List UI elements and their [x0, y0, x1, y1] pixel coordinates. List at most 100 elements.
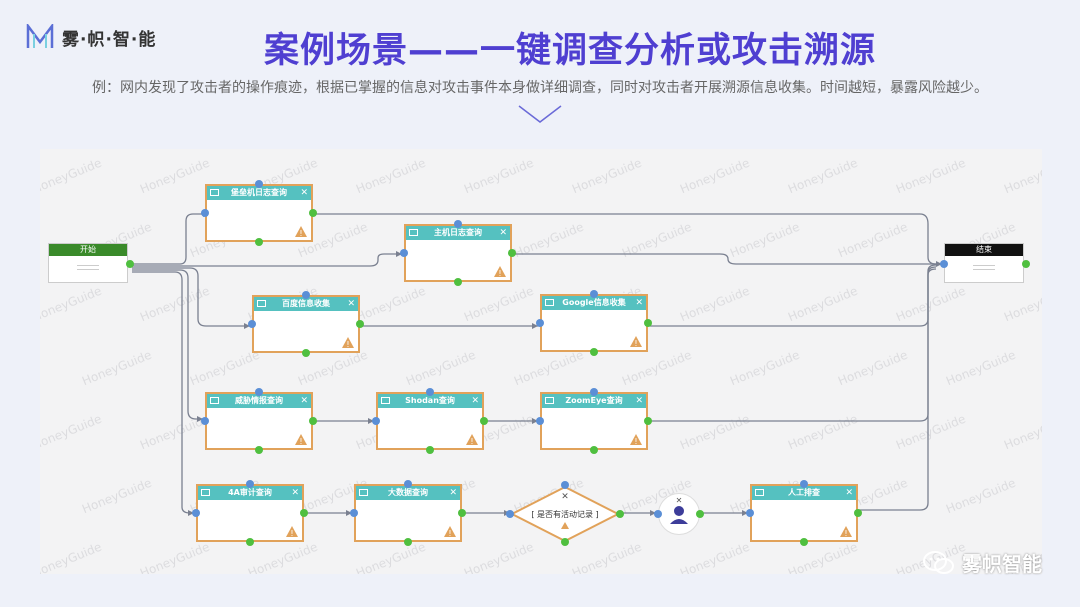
- close-icon[interactable]: ✕: [845, 488, 853, 498]
- decision-top-port[interactable]: [561, 481, 569, 489]
- task-node-label: Shodan查询: [405, 396, 455, 405]
- close-icon[interactable]: ✕: [499, 228, 507, 238]
- manual-approval-node[interactable]: ✕: [658, 493, 700, 535]
- task-node-label: 大数据查询: [388, 488, 428, 497]
- svg-text:!: !: [299, 229, 302, 237]
- bastion-top-port[interactable]: [255, 180, 263, 188]
- bigdata-bottom-port[interactable]: [404, 538, 412, 546]
- zoomeye-output-port[interactable]: [644, 417, 652, 425]
- warning-icon: !: [630, 434, 642, 445]
- task-node-zoomeye[interactable]: ZoomEye查询✕!: [540, 392, 648, 450]
- task-node-label: 主机日志查询: [434, 228, 482, 237]
- close-icon[interactable]: ✕: [347, 299, 355, 309]
- task-node-hostlog[interactable]: 主机日志查询 ✕!: [404, 224, 512, 282]
- close-icon[interactable]: ✕: [635, 396, 643, 406]
- task-node-manual[interactable]: 人工排查✕!: [750, 484, 858, 542]
- hostlog-top-port[interactable]: [454, 220, 462, 228]
- task-node-header: Google信息收集✕: [542, 296, 646, 310]
- baidu-output-port[interactable]: [356, 320, 364, 328]
- google-input-port[interactable]: [536, 319, 544, 327]
- svg-text:!: !: [844, 529, 847, 537]
- manual-input-port[interactable]: [746, 509, 754, 517]
- manual-bottom-port[interactable]: [800, 538, 808, 546]
- shodan-top-port[interactable]: [426, 388, 434, 396]
- baidu-bottom-port[interactable]: [302, 349, 310, 357]
- svg-text:!: !: [634, 437, 637, 445]
- warning-icon: !: [295, 434, 307, 445]
- end-node[interactable]: 结束: [944, 243, 1024, 283]
- connection-lines: [132, 211, 942, 516]
- google-top-port[interactable]: [590, 290, 598, 298]
- decision-bottom-port[interactable]: [561, 538, 569, 546]
- threat-output-port[interactable]: [309, 417, 317, 425]
- hostlog-bottom-port[interactable]: [454, 278, 462, 286]
- task-node-baidu[interactable]: 百度信息收集✕!: [252, 295, 360, 353]
- google-bottom-port[interactable]: [590, 348, 598, 356]
- zoomeye-input-port[interactable]: [536, 417, 544, 425]
- decision-node[interactable]: ✕ [ 是否有活动记录 ]: [509, 485, 621, 543]
- window-icon: [201, 489, 210, 496]
- task-node-bigdata[interactable]: 大数据查询 ✕!: [354, 484, 462, 542]
- close-icon[interactable]: ✕: [635, 298, 643, 308]
- window-icon: [545, 397, 554, 404]
- google-output-port[interactable]: [644, 319, 652, 327]
- task-node-audit4a[interactable]: 4A审计查询✕!: [196, 484, 304, 542]
- bastion-bottom-port[interactable]: [255, 238, 263, 246]
- warning-icon: !: [444, 526, 456, 537]
- bigdata-top-port[interactable]: [404, 480, 412, 488]
- bigdata-output-port[interactable]: [458, 509, 466, 517]
- task-node-header: 人工排查✕: [752, 486, 856, 500]
- shodan-output-port[interactable]: [480, 417, 488, 425]
- task-node-threat[interactable]: 威胁情报查询✕!: [205, 392, 313, 450]
- manual-output-port[interactable]: [696, 510, 704, 518]
- window-icon: [257, 300, 266, 307]
- svg-text:!: !: [299, 437, 302, 445]
- audit4a-bottom-port[interactable]: [246, 538, 254, 546]
- bastion-input-port[interactable]: [201, 209, 209, 217]
- svg-text:✕: ✕: [561, 492, 569, 502]
- audit4a-output-port[interactable]: [300, 509, 308, 517]
- warning-icon: !: [630, 336, 642, 347]
- audit4a-input-port[interactable]: [192, 509, 200, 517]
- task-node-label: 百度信息收集: [282, 299, 330, 308]
- manual-input-port[interactable]: [654, 510, 662, 518]
- start-node[interactable]: 开始: [48, 243, 128, 283]
- close-icon[interactable]: ✕: [291, 488, 299, 498]
- hostlog-input-port[interactable]: [400, 249, 408, 257]
- svg-text:✕: ✕: [676, 496, 683, 505]
- zoomeye-bottom-port[interactable]: [590, 446, 598, 454]
- close-icon[interactable]: ✕: [300, 396, 308, 406]
- task-node-bastion[interactable]: 堡垒机日志查询✕!: [205, 184, 313, 242]
- manual-output-port[interactable]: [854, 509, 862, 517]
- task-node-shodan[interactable]: Shodan查询✕!: [376, 392, 484, 450]
- logo-icon: [26, 24, 54, 48]
- shodan-bottom-port[interactable]: [426, 446, 434, 454]
- zoomeye-top-port[interactable]: [590, 388, 598, 396]
- task-node-header: 4A审计查询✕: [198, 486, 302, 500]
- end-output-port[interactable]: [1022, 260, 1030, 268]
- baidu-top-port[interactable]: [302, 291, 310, 299]
- svg-text:!: !: [498, 269, 501, 277]
- close-icon[interactable]: ✕: [449, 488, 457, 498]
- task-node-google[interactable]: Google信息收集✕!: [540, 294, 648, 352]
- shodan-input-port[interactable]: [372, 417, 380, 425]
- end-input-port[interactable]: [940, 260, 948, 268]
- close-icon[interactable]: ✕: [471, 396, 479, 406]
- bigdata-input-port[interactable]: [350, 509, 358, 517]
- audit4a-top-port[interactable]: [246, 480, 254, 488]
- manual-top-port[interactable]: [800, 480, 808, 488]
- start-output-port[interactable]: [126, 260, 134, 268]
- threat-top-port[interactable]: [255, 388, 263, 396]
- threat-input-port[interactable]: [201, 417, 209, 425]
- chevron-down-icon: [518, 105, 562, 123]
- baidu-input-port[interactable]: [248, 320, 256, 328]
- decision-input-port[interactable]: [506, 510, 514, 518]
- window-icon: [755, 489, 764, 496]
- bastion-output-port[interactable]: [309, 209, 317, 217]
- hostlog-output-port[interactable]: [508, 249, 516, 257]
- close-icon[interactable]: ✕: [300, 188, 308, 198]
- decision-output-port[interactable]: [616, 510, 624, 518]
- end-node-label: 结束: [945, 244, 1023, 256]
- threat-bottom-port[interactable]: [255, 446, 263, 454]
